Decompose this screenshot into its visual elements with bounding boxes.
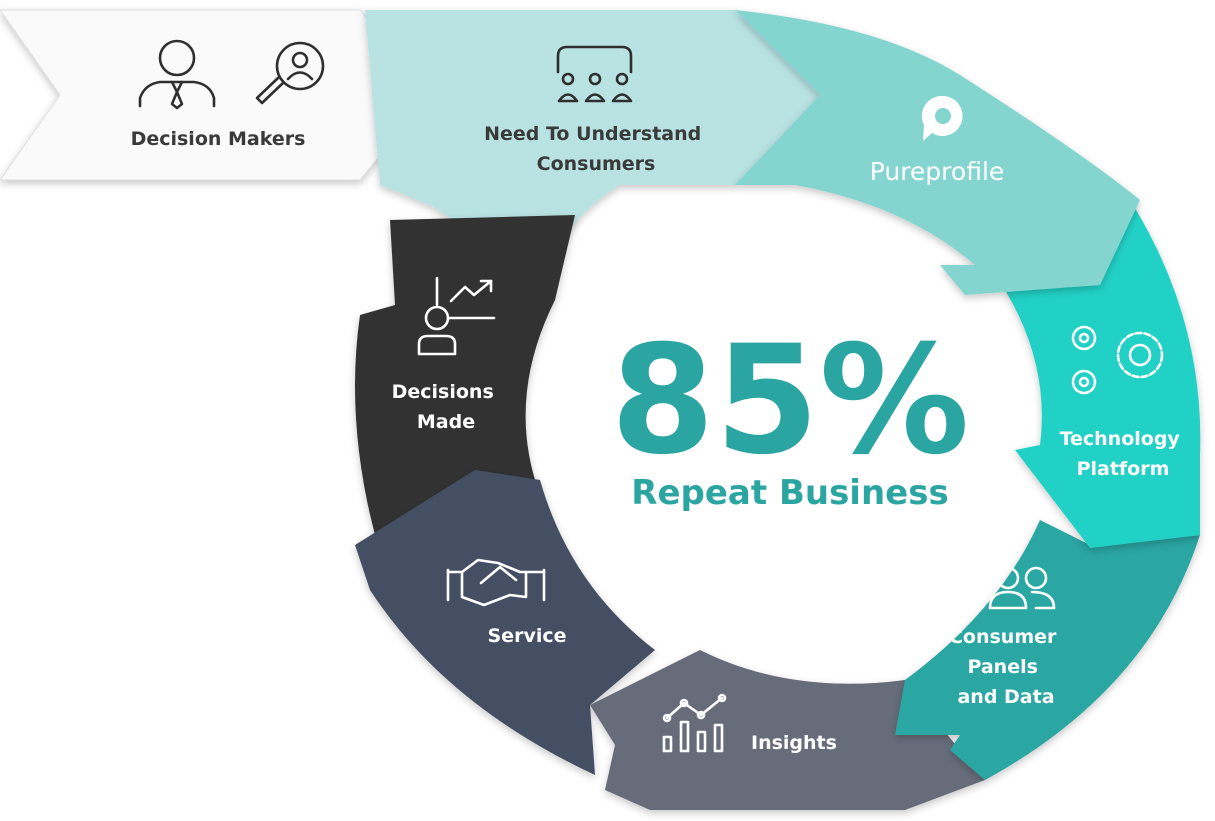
cycle-arrow-pureprofile (735, 10, 1140, 295)
chart-icon (662, 693, 727, 753)
audience-icon (556, 45, 633, 103)
need-label: Need To Understand Consumers (484, 123, 708, 175)
consumer-label: Consumer Panels and Data (949, 626, 1063, 708)
cycle-arrow-technology-platform (1005, 200, 1201, 548)
entry-arrow-decision-makers (0, 9, 431, 181)
decisions-label: Decisions Made (392, 381, 501, 433)
gears-icon (1071, 325, 1164, 395)
insights-label: Insights (751, 732, 837, 754)
pureprofile-logo-icon (921, 95, 963, 141)
cycle-arrow-consumer-panels (895, 520, 1200, 780)
handshake-icon (446, 558, 546, 607)
entry-label: Decision Makers (131, 128, 306, 150)
people-icon (988, 566, 1056, 610)
brand-name: Pureprofile (870, 157, 1005, 186)
service-label: Service (488, 625, 567, 647)
cycle-arrow-insights (590, 650, 985, 810)
presenter-chart-icon (417, 276, 496, 356)
cycle-arrow-service (355, 470, 655, 775)
user-tie-icon (138, 39, 216, 110)
magnifier-user-icon (255, 41, 325, 105)
cycle-arrow-decisions-made (355, 215, 575, 535)
technology-label: Technology Platform (1060, 428, 1187, 480)
cycle-arrow-need-to-understand (365, 10, 820, 275)
center-percentage: 85% (610, 314, 969, 488)
center-caption: Repeat Business (631, 473, 948, 513)
